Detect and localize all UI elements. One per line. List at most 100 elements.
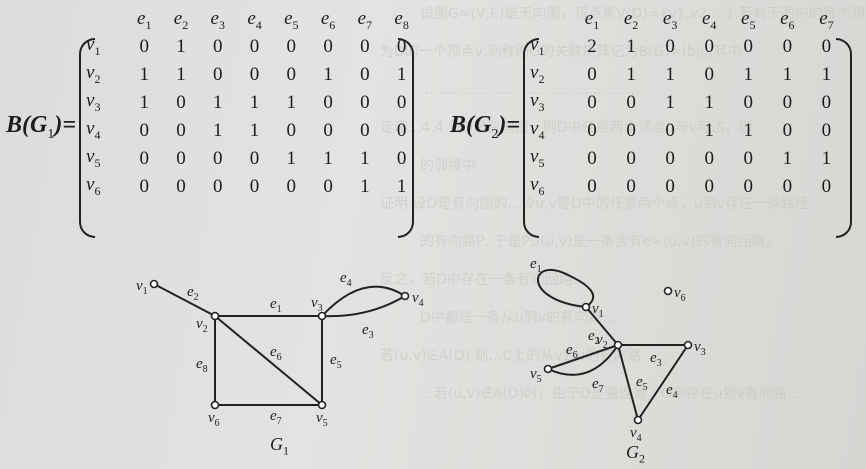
g2-vertex-v6 [663, 286, 673, 296]
matrix2-cell: 0 [587, 91, 597, 113]
g2-label-v1: v1 [592, 301, 604, 320]
matrix1-cell: 1 [396, 63, 407, 85]
graph2-name: G2 [626, 442, 645, 466]
g2-edge-e2 [585, 306, 619, 346]
g1-label-v1: v1 [136, 278, 148, 297]
g2-vertex-v4 [633, 415, 643, 425]
g1-label-e4: e4 [340, 270, 352, 289]
g2-label-e7: e7 [592, 376, 604, 395]
matrix1-cell: 1 [396, 175, 407, 197]
matrix2-cell: 0 [782, 35, 793, 57]
matrix1-cell: 0 [323, 91, 333, 113]
matrix2-cell: 0 [704, 175, 714, 197]
matrix2-cell: 0 [626, 175, 636, 197]
matrix2-cell: 1 [626, 35, 636, 57]
g1-label-e2: e2 [187, 284, 199, 303]
graph2-edges [537, 269, 689, 421]
matrix2-cell: 0 [821, 175, 832, 197]
g2-label-e1: e1 [530, 256, 542, 275]
g2-label-v5: v5 [530, 366, 542, 385]
matrix1-cell: 0 [323, 119, 333, 141]
bleed-line: ………………………………………… [420, 82, 644, 98]
matrix1-cell: 1 [323, 147, 333, 169]
matrix2-cell: 1 [743, 63, 754, 85]
matrix1-row-label: v2 [86, 62, 101, 87]
g1-label-v6: v6 [208, 410, 220, 429]
bleed-line: D中都是一条从u到v的有向路… [420, 310, 616, 326]
matrix1-cell: 1 [176, 63, 186, 85]
matrix1-cell: 0 [286, 35, 297, 57]
matrix2-cell: 0 [782, 91, 793, 113]
matrix1-cell: 0 [396, 91, 407, 113]
bleed-line: 定理1.4.4 设D是有向图，则D中任意两个顶点u与v可达，即… [380, 120, 767, 136]
matrix2-cell: 0 [626, 147, 636, 169]
matrix2-cell: 1 [782, 147, 793, 169]
g2-vertex-v3 [683, 340, 693, 350]
matrix2-row-label: v4 [530, 118, 545, 143]
matrix2-cell: 0 [743, 147, 754, 169]
matrix1-cell: 0 [139, 35, 149, 57]
matrix2-cell: 0 [821, 91, 832, 113]
matrix2-cell: 0 [587, 63, 597, 85]
matrix2-col-header: e6 [780, 8, 795, 32]
matrix1-cell: 1 [360, 147, 370, 169]
matrix1-cell: 0 [213, 63, 223, 85]
matrix2-cell: 0 [743, 91, 754, 113]
g1-label-v3: v3 [311, 295, 323, 314]
g2-label-e6: e6 [566, 342, 578, 361]
matrix2-col-header: e1 [584, 8, 600, 32]
g2-edge-e6 [547, 344, 619, 370]
matrix2-cell: 0 [587, 119, 597, 141]
matrix2-cell: 0 [704, 63, 714, 85]
matrix1-cell: 1 [139, 63, 149, 85]
matrix1-row-label: v1 [86, 34, 101, 59]
matrix2-cell: 1 [665, 63, 675, 85]
matrix2-cell: 0 [782, 119, 793, 141]
g1-label-e7: e7 [270, 408, 282, 427]
matrix1-cell: 0 [396, 35, 407, 57]
matrix1-col-header: e4 [247, 8, 262, 32]
matrix2-cell: 0 [665, 35, 675, 57]
matrix1-cell: 0 [286, 175, 297, 197]
g1-label-e1: e1 [270, 296, 282, 315]
matrix2-row-label: v6 [530, 174, 545, 199]
matrix2-cell: 1 [782, 63, 793, 85]
matrix1-col-header: e2 [173, 8, 189, 32]
matrix1-cell: 0 [360, 91, 370, 113]
matrix1-row-label: v3 [86, 90, 101, 115]
g2-label-v6: v6 [674, 285, 686, 304]
matrix1-cell: 0 [249, 35, 260, 57]
g2-edge-e1 [537, 269, 595, 309]
matrix2-cell: 0 [665, 119, 675, 141]
matrix1-cell: 0 [176, 147, 186, 169]
matrix2-cell: 0 [665, 147, 675, 169]
g2-label-v4: v4 [630, 425, 642, 444]
matrix1-col-header: e3 [210, 8, 225, 32]
bleed-line: 的有向路P, 于是P∪(u,v)是一条含有e=(u,v)的有向回路。 [420, 234, 780, 250]
matrix1-cell: 0 [323, 35, 333, 57]
matrix2-cell: 0 [821, 35, 832, 57]
matrix2-col-header: e4 [701, 8, 717, 32]
matrix2-cell: 0 [587, 175, 597, 197]
matrix2-cell: 0 [743, 35, 754, 57]
matrix2-cell: 0 [626, 91, 636, 113]
g1-edge-e3 [321, 295, 406, 318]
matrix1-col-header: e5 [284, 8, 299, 32]
matrix2-label: B(G2)= [450, 112, 521, 142]
g2-label-e3: e3 [650, 350, 662, 369]
matrix1-cell: 0 [176, 175, 186, 197]
matrix1-col-header: e8 [394, 8, 409, 32]
matrix2-row-label: v2 [530, 62, 545, 87]
matrix1-cell: 0 [213, 147, 223, 169]
matrix1-col-header: e6 [320, 8, 336, 32]
g1-label-e5: e5 [330, 352, 342, 371]
bleed-line: 设图G=(V,E)是无向图，顶点集V(D)={v1,v2,…},若对于图中的每个… [420, 6, 866, 22]
matrix2-cell: 1 [626, 63, 636, 85]
matrix1-cell: 1 [249, 91, 260, 113]
